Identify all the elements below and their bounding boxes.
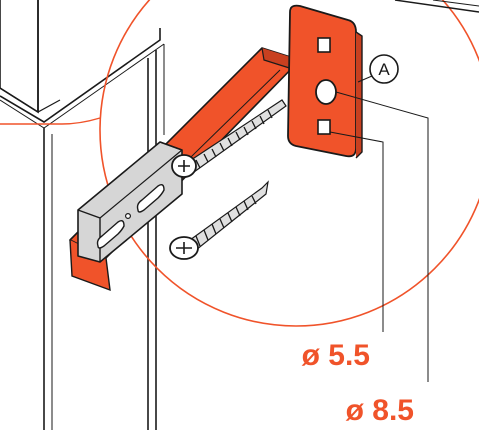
callout-a: A (369, 54, 399, 84)
cabinet-post (0, 0, 165, 430)
detail-leader-line (0, 117, 101, 125)
large-hole-diameter-label: ø 8.5 (346, 394, 414, 427)
small-hole-diameter-label: ø 5.5 (302, 339, 370, 372)
callout-letter: A (378, 60, 390, 79)
dimension-leader-lines (329, 75, 429, 382)
metal-clip-icon (77, 141, 183, 263)
mounting-bracket-icon (287, 4, 363, 159)
phillips-screw-icon (169, 180, 269, 260)
detail-magnifier-circle (99, 0, 479, 327)
upper-screw (171, 99, 287, 178)
